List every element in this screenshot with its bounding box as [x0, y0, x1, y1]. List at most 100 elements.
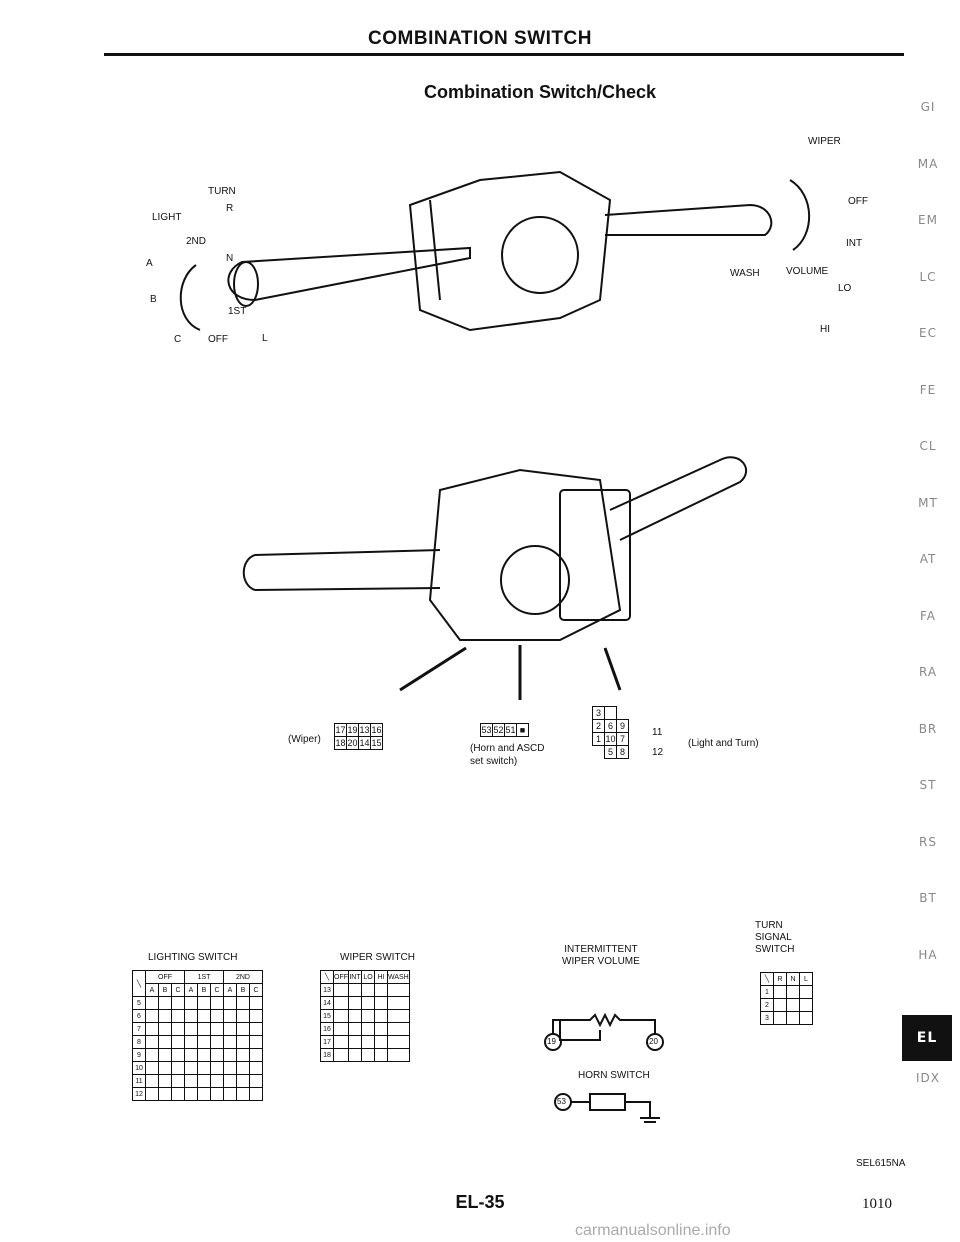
- light-1st-label: 1ST: [228, 306, 247, 317]
- intermittent-title: INTERMITTENT WIPER VOLUME: [562, 944, 640, 967]
- wiper-off-label: OFF: [848, 196, 868, 207]
- row-label: 13: [320, 983, 334, 997]
- tab-em[interactable]: EM: [918, 213, 938, 227]
- pin-20-label: 20: [649, 1037, 658, 1046]
- tab-br[interactable]: BR: [918, 721, 938, 736]
- tab-st[interactable]: ST: [919, 778, 937, 792]
- pin-19: 19: [346, 723, 359, 737]
- col-header: OFF: [333, 970, 349, 984]
- tab-lc[interactable]: LC: [919, 269, 937, 284]
- pin-10: 10: [604, 732, 617, 746]
- tab-mt[interactable]: MT: [918, 495, 938, 510]
- light-c-label: C: [174, 334, 182, 345]
- col-header: HI: [374, 970, 388, 984]
- pin-16: 16: [370, 723, 383, 737]
- light-off-label: OFF: [208, 334, 228, 345]
- row-label: 9: [132, 1048, 146, 1062]
- row-label: 6: [132, 1009, 146, 1023]
- pin-2: 2: [592, 719, 605, 733]
- page-title: COMBINATION SWITCH: [368, 28, 592, 49]
- pin-11-label: 11: [652, 727, 663, 738]
- light-a-label: A: [146, 258, 153, 269]
- tab-fa[interactable]: FA: [919, 608, 936, 623]
- pin-53-label: 53: [557, 1097, 566, 1106]
- tab-el[interactable]: EL: [902, 1015, 952, 1061]
- horn-switch-title: HORN SWITCH: [578, 1070, 650, 1081]
- row-label: 3: [760, 1011, 774, 1025]
- row-label: 18: [320, 1048, 334, 1062]
- page-number: 1010: [862, 1196, 892, 1212]
- subcol-header: C: [249, 983, 263, 997]
- tab-ra[interactable]: RA: [918, 665, 938, 679]
- subcol-header: A: [184, 983, 198, 997]
- wiper-int-label: INT: [846, 238, 863, 249]
- turn-l-label: L: [262, 333, 268, 344]
- volume-label: VOLUME: [786, 266, 829, 277]
- tab-fe[interactable]: FE: [919, 382, 937, 397]
- row-label: 14: [320, 996, 334, 1010]
- tab-ma[interactable]: MA: [917, 156, 939, 171]
- row-label: 8: [132, 1035, 146, 1049]
- subcol-header: B: [236, 983, 250, 997]
- wiper-switch-title: WIPER SWITCH: [340, 952, 415, 963]
- col-header: INT: [348, 970, 362, 984]
- wiper-lo-label: LO: [838, 283, 852, 294]
- subcol-header: A: [145, 983, 159, 997]
- col-header: WASH: [387, 970, 410, 984]
- tab-gi[interactable]: GI: [920, 100, 936, 114]
- subcol-header: A: [223, 983, 237, 997]
- turn-n-label: N: [226, 253, 234, 264]
- page-label: EL-35: [455, 1192, 505, 1212]
- col-header: N: [786, 972, 800, 986]
- pin-9: 9: [616, 719, 629, 733]
- row-label: 1: [760, 985, 774, 999]
- light-b-label: B: [150, 294, 157, 305]
- pin-12-label: 12: [652, 747, 664, 758]
- group-header: 2ND: [223, 970, 263, 984]
- group-header: OFF: [145, 970, 185, 984]
- wash-label: WASH: [730, 268, 760, 279]
- subcol-header: B: [197, 983, 211, 997]
- tab-cl[interactable]: CL: [919, 439, 937, 453]
- figure-code: SEL615NA: [856, 1158, 906, 1169]
- pin-13: 13: [358, 723, 371, 737]
- pin-1: 1: [592, 732, 605, 746]
- pin-3: 3: [592, 706, 605, 720]
- tab-rs[interactable]: RS: [919, 834, 937, 849]
- pin-14: 14: [358, 736, 371, 750]
- col-header: R: [773, 972, 787, 986]
- light-label: LIGHT: [152, 212, 182, 223]
- row-label: 12: [132, 1087, 146, 1101]
- tab-bt[interactable]: BT: [919, 891, 937, 905]
- col-header: LO: [361, 970, 375, 984]
- pin-7: 7: [616, 732, 629, 746]
- wiper-connector-label: (Wiper): [288, 734, 321, 745]
- pin-53: 53: [480, 723, 493, 737]
- turn-label: TURN: [208, 186, 236, 197]
- section-title: Combination Switch/Check: [423, 82, 657, 102]
- turn-r-label: R: [226, 203, 234, 214]
- group-header: 1ST: [184, 970, 224, 984]
- light-2nd-label: 2ND: [186, 236, 207, 247]
- subcol-header: C: [210, 983, 224, 997]
- horn-connector-note: (Horn and ASCD set switch): [470, 743, 545, 767]
- tab-at[interactable]: AT: [919, 552, 937, 566]
- subcol-header: C: [171, 983, 185, 997]
- watermark: carmanualsonline.info: [575, 1222, 731, 1239]
- tab-ha[interactable]: HA: [918, 947, 938, 962]
- row-label: 15: [320, 1009, 334, 1023]
- tab-ec[interactable]: EC: [919, 326, 937, 340]
- tab-idx[interactable]: IDX: [916, 1071, 940, 1085]
- turn-signal-title: TURN SIGNAL SWITCH: [755, 920, 795, 955]
- title-rule: [104, 53, 904, 56]
- wiper-hi-label: HI: [820, 324, 830, 335]
- subcol-header: B: [158, 983, 172, 997]
- pin-18: 18: [334, 736, 347, 750]
